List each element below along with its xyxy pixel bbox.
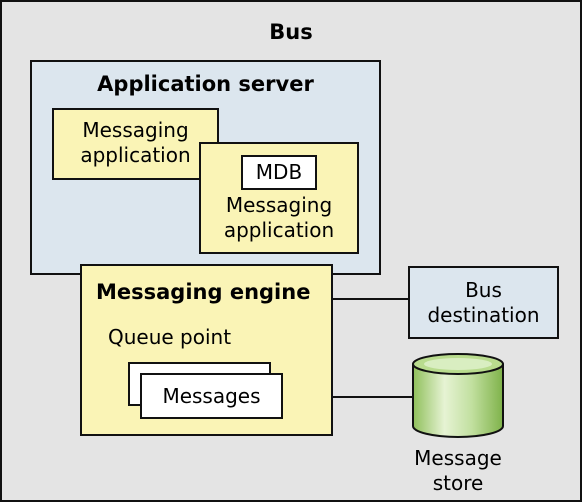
mdb-badge: MDB xyxy=(241,155,317,190)
messaging-application-label-1: Messaging application xyxy=(52,118,219,168)
bus-destination-line1: Bus xyxy=(465,278,502,302)
connector-engine-to-store xyxy=(333,396,413,398)
message-store-label: Message store xyxy=(398,446,518,496)
messaging-application-1-line1: Messaging xyxy=(82,118,189,142)
bus-destination-box xyxy=(408,266,559,339)
message-store-line1: Message xyxy=(414,446,502,470)
bus-destination-line2: destination xyxy=(427,303,540,327)
messaging-application-box-1 xyxy=(52,108,219,180)
messages-box: Messages xyxy=(140,373,283,419)
messaging-engine-title: Messaging engine xyxy=(96,280,311,304)
messaging-application-box-2 xyxy=(199,142,359,254)
bus-title: Bus xyxy=(269,20,313,44)
queue-point-label: Queue point xyxy=(108,325,232,349)
database-cylinder-icon xyxy=(412,353,504,438)
messaging-application-label-2: Messaging application xyxy=(199,193,359,243)
messaging-application-1-line2: application xyxy=(80,143,191,167)
bus-destination-label: Bus destination xyxy=(408,278,559,328)
connector-engine-to-destination xyxy=(333,298,408,300)
message-store-line2: store xyxy=(432,471,484,495)
messaging-application-2-line1: Messaging xyxy=(225,193,333,217)
messaging-application-2-line2: application xyxy=(223,218,335,242)
application-server-title: Application server xyxy=(97,72,314,96)
